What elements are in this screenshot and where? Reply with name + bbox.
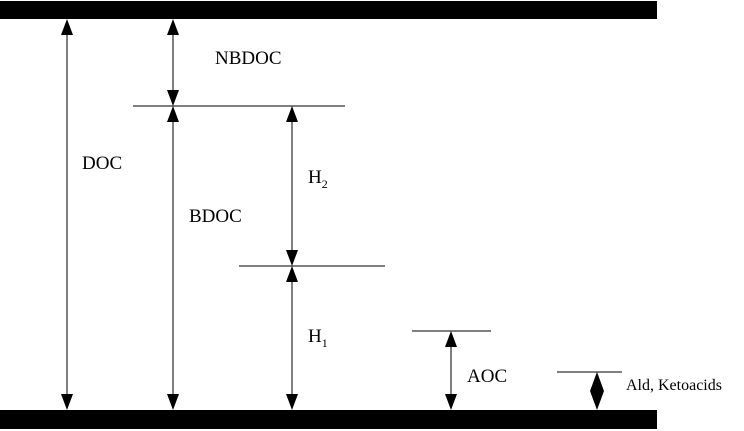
h1-label-main: H xyxy=(308,326,322,347)
ald-ketoacids-label: Ald, Ketoacids xyxy=(626,377,722,394)
doc-label: DOC xyxy=(82,153,122,174)
bottom-bar xyxy=(0,410,657,429)
h2-arrow xyxy=(286,106,298,266)
bdoc-label: BDOC xyxy=(189,206,242,227)
h1-arrow xyxy=(286,266,298,410)
h1-label: H1 xyxy=(308,326,328,350)
nbdoc-label: NBDOC xyxy=(215,48,282,69)
h2-label-main: H xyxy=(308,167,322,188)
aoc-label: AOC xyxy=(467,366,507,387)
h1-label-sub: 1 xyxy=(322,336,328,350)
ald-ketoacids-arrow xyxy=(590,372,604,410)
bdoc-arrow xyxy=(167,106,179,410)
h2-label: H2 xyxy=(308,167,328,191)
h2-label-sub: 2 xyxy=(322,177,328,191)
nbdoc-arrow xyxy=(167,19,179,106)
aoc-arrow xyxy=(445,331,457,410)
doc-arrow xyxy=(61,19,73,410)
top-bar xyxy=(0,1,657,19)
